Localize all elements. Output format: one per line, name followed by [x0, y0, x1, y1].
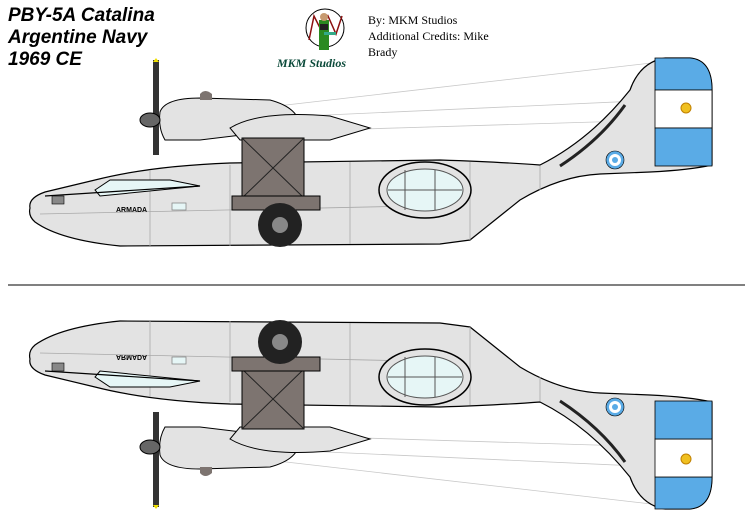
hull-marking-port: ARMADA: [116, 207, 147, 214]
credits-additional: Additional Credits: Mike Brady: [368, 29, 489, 59]
credits: By: MKM Studios Additional Credits: Mike…: [368, 12, 518, 60]
aircraft-profile-port: [28, 56, 714, 249]
profile-title: PBY-5A Catalina Argentine Navy 1969 CE: [8, 5, 155, 71]
title-aircraft: PBY-5A Catalina: [8, 5, 155, 26]
hull-marking-starboard: ARMADA: [116, 353, 147, 360]
title-operator: Argentine Navy: [8, 27, 148, 48]
aircraft-profile-starboard: [28, 318, 714, 511]
title-year: 1969 CE: [8, 49, 82, 70]
mkm-studios-logo: [305, 8, 345, 50]
credits-by: By: MKM Studios: [368, 13, 458, 27]
logo-caption: MKM Studios: [277, 56, 347, 70]
